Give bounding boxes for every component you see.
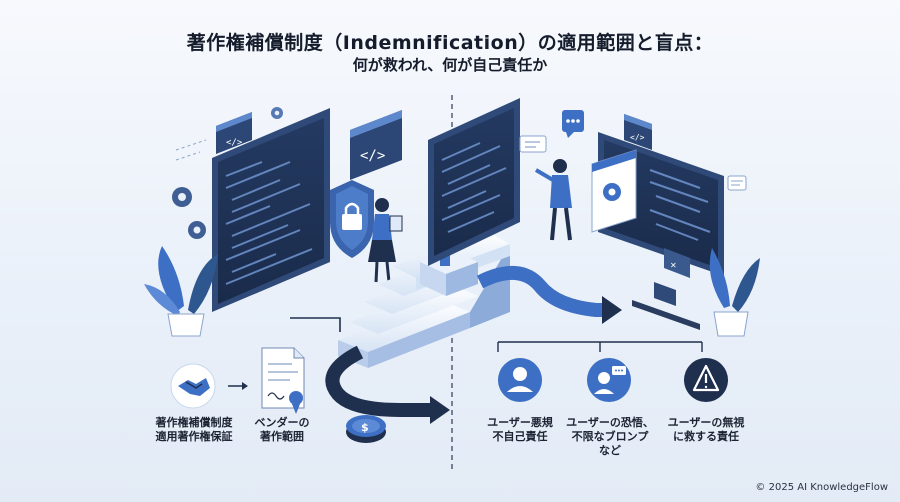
speech-bubble-icon-1 <box>519 135 547 153</box>
label-right-item-3: ユーザーの無視 に救する責任 <box>667 416 745 443</box>
woman-figure <box>368 198 403 283</box>
shield-lock-icon <box>330 180 374 258</box>
code-tag-2: </> <box>360 148 385 164</box>
staircase <box>338 232 510 368</box>
center-right-monitor <box>428 98 520 266</box>
svg-text:✕: ✕ <box>670 261 677 270</box>
document-icon <box>261 347 305 414</box>
code-tag-3: </> <box>630 133 645 142</box>
plant-right <box>709 248 760 337</box>
page-title: 著作権補償制度（Indemnification）の適用範囲と盲点： <box>186 32 714 54</box>
right-code-window: </> <box>624 114 652 150</box>
handshake-icon <box>170 363 216 409</box>
right-bubble-icon <box>727 175 747 191</box>
right-flow-arrow <box>476 265 622 324</box>
user-icon <box>498 358 542 402</box>
code-window-small-left: </> <box>216 112 252 154</box>
label-vendor-scope: ベンダーの 著作範囲 <box>254 416 310 443</box>
gear-icon-2 <box>188 221 206 239</box>
right-small-window: ✕ <box>664 248 690 278</box>
label-right-item-1: ユーザー悪規 不自己責任 <box>487 416 553 443</box>
speech-bubble-icon-2 <box>562 110 584 138</box>
left-monitor <box>212 108 330 312</box>
copyright: © 2025 AI KnowledgeFlow <box>755 482 888 493</box>
user-chat-icon <box>587 358 631 402</box>
code-window-center: </> <box>350 110 402 180</box>
svg-text:$: $ <box>361 421 369 434</box>
label-indemnification: 著作権補償制度 適用著作権保証 <box>155 416 233 443</box>
warning-icon <box>684 358 728 402</box>
page-subtitle: 何が救われ、何が自己責任か <box>352 56 548 74</box>
plant-left <box>144 246 218 337</box>
left-flow-arrow <box>290 317 450 424</box>
coin-icon: $ <box>346 415 386 443</box>
gear-icon-1 <box>172 187 192 207</box>
code-tag-1: </> <box>226 138 243 148</box>
man-figure <box>534 159 572 241</box>
small-arrow-icon <box>228 382 248 390</box>
gear-icon-3 <box>271 107 283 119</box>
label-right-item-2: ユーザーの恐悟、 不限なブロンプ など <box>566 416 654 457</box>
bracket <box>497 341 703 352</box>
right-settings-window <box>591 149 637 233</box>
